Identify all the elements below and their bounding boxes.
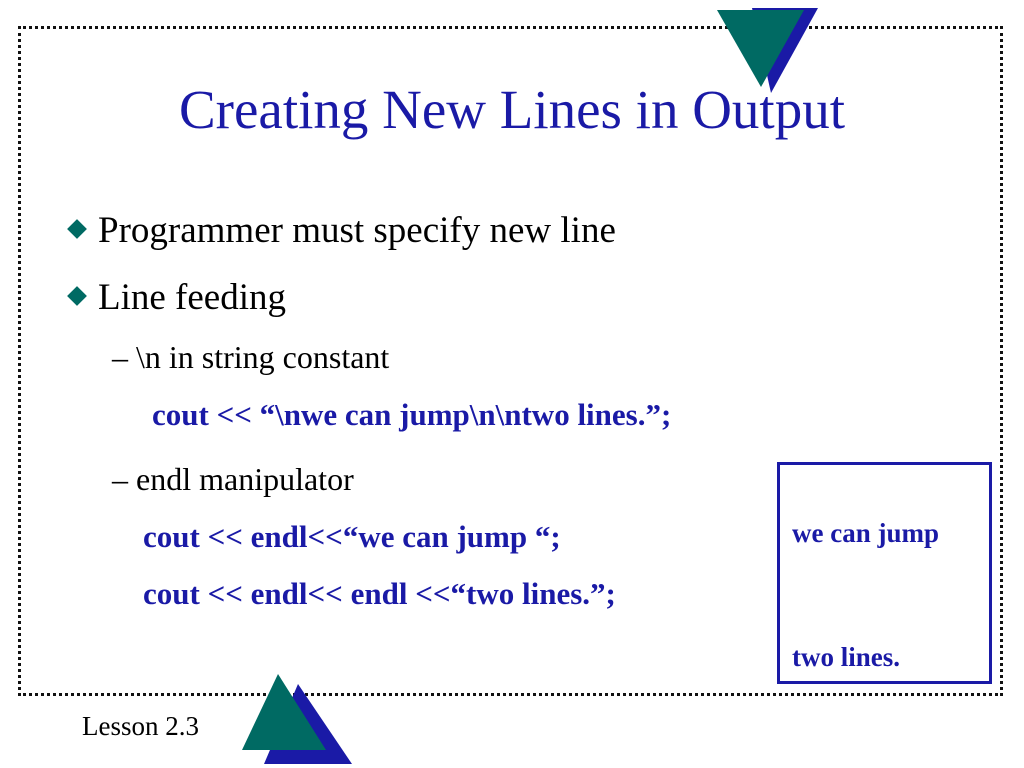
bullet-text: Programmer must specify new line	[98, 210, 616, 251]
slide-title: Creating New Lines in Output	[179, 79, 845, 140]
bullet-text: Line feeding	[98, 277, 286, 318]
bottom-triangle-logo-icon	[242, 674, 352, 764]
diamond-bullet-icon	[67, 219, 87, 239]
code-line-1: cout << “\nwe can jump\n\ntwo lines.”;	[152, 397, 672, 432]
footer-lesson-label: Lesson 2.3	[82, 711, 199, 741]
output-line-1: we can jump	[792, 518, 939, 548]
bullet-item-1: Programmer must specify new line	[66, 209, 616, 253]
sub-item-endl: – endl manipulator	[112, 461, 354, 497]
output-box: we can jump two lines.	[777, 462, 992, 684]
slide-frame	[18, 26, 1003, 696]
output-line-2: two lines.	[792, 642, 900, 672]
sub-item-newline-escape: – \n in string constant	[112, 339, 390, 375]
diamond-bullet-icon	[67, 286, 87, 306]
code-line-3: cout << endl<< endl <<“two lines.”;	[143, 576, 616, 611]
bullet-item-2: Line feeding	[66, 276, 286, 320]
code-line-2: cout << endl<<“we can jump “;	[143, 519, 561, 554]
top-triangle-logo-icon	[717, 8, 818, 93]
